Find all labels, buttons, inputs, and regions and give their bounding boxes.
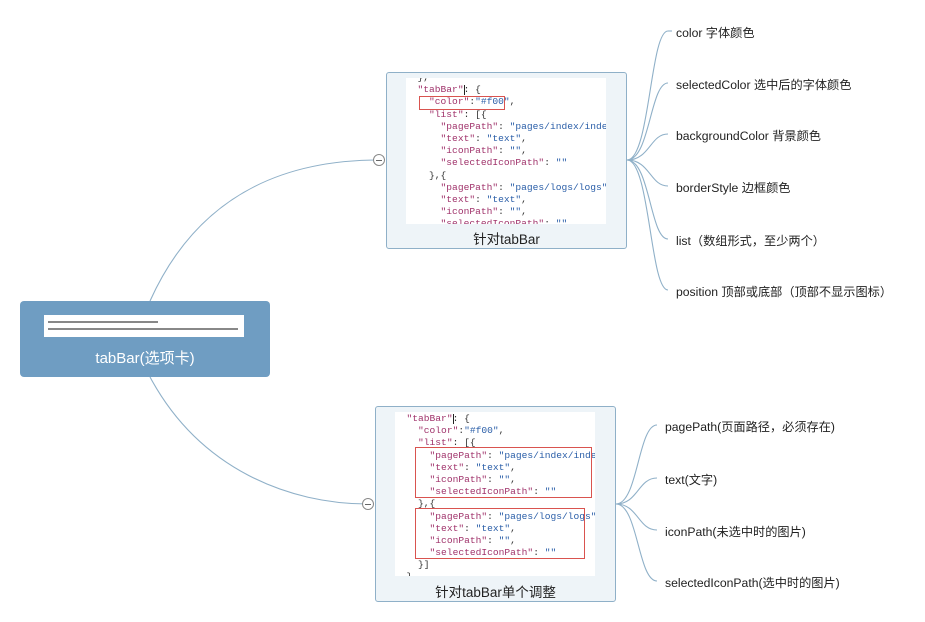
leaf-icon-path[interactable]: iconPath(未选中时的图片) [665,525,806,539]
code-line: "selectedIconPath": "" [440,157,568,169]
code-line: "pagePath": "pages/logs/logs", [429,510,595,522]
code-line: "text": "text", [440,193,527,205]
leaf-selected-color[interactable]: selectedColor 选中后的字体颜色 [676,78,852,92]
code-line: "pagePath": "pages/logs/logs", [440,181,606,193]
code-line: "selectedIconPath": "" [429,547,557,559]
code-line: "selectedIconPath": "" [440,218,568,224]
code-line: "iconPath": "", [429,534,516,546]
code-line: "pagePath": "pages/index/index", [440,120,606,132]
collapse-toggle-tabbar[interactable] [373,154,385,166]
code-line: },{ [395,498,436,510]
connector-root-to-tabbar [149,159,380,302]
code-line: "iconPath": "", [440,145,527,157]
code-line: "selectedIconPath": "" [429,486,557,498]
code-line: }, [406,78,606,84]
code-line: "color":"#f00", [418,425,505,437]
code-line: "tabBar": { [406,413,470,424]
code-line: "iconPath": "", [429,473,516,485]
code-line: "list": [{ [429,108,487,120]
root-thumbnail-image [44,315,244,337]
code-line: "tabBar": { [417,84,481,96]
tabbar-code-screenshot: }, "tabBar": { "color":"#f00", "list": [… [406,78,606,224]
code-line: } [395,571,595,576]
text-cursor [453,414,454,424]
leaf-background-color[interactable]: backgroundColor 背景颜色 [676,129,821,143]
topic-tabbar-caption: 针对tabBar [473,232,540,247]
root-topic[interactable]: tabBar(选项卡) [20,301,270,377]
leaf-list[interactable]: list（数组形式，至少两个） [676,234,825,248]
text-cursor [464,85,465,95]
second-item-highlight-box [415,508,585,559]
tabbar-single-code-screenshot: "tabBar": { "color":"#f00", "list": [{ "… [395,412,595,576]
color-highlight-box [419,96,505,110]
leaf-selected-icon-path[interactable]: selectedIconPath(选中时的图片) [665,576,840,590]
code-line: "list": [{ [418,437,476,449]
code-line: }] [395,559,430,571]
leaf-border-style[interactable]: borderStyle 边框颜色 [676,181,791,195]
code-line: "pagePath": "pages/index/index", [429,449,595,461]
topic-tabbar-single-caption: 针对tabBar单个调整 [435,585,556,600]
connector-root-to-single [149,376,369,505]
leaf-position[interactable]: position 顶部或底部（顶部不显示图标） [676,285,893,299]
root-topic-title: tabBar(选项卡) [95,350,195,367]
code-line: "text": "text", [440,132,527,144]
leaf-page-path[interactable]: pagePath(页面路径，必须存在) [665,420,835,434]
leaf-color[interactable]: color 字体颜色 [676,26,755,40]
code-line: "text": "text", [429,522,516,534]
code-line: "text": "text", [429,461,516,473]
code-line: "color":"#f00", [429,96,516,108]
topic-tabbar-single[interactable]: "tabBar": { "color":"#f00", "list": [{ "… [375,406,616,602]
collapse-toggle-tabbar-single[interactable] [362,498,374,510]
code-line: },{ [406,169,447,181]
leaf-text[interactable]: text(文字) [665,473,718,487]
first-item-highlight-box [415,447,592,498]
code-line: "iconPath": "", [440,206,527,218]
topic-tabbar[interactable]: }, "tabBar": { "color":"#f00", "list": [… [386,72,627,249]
